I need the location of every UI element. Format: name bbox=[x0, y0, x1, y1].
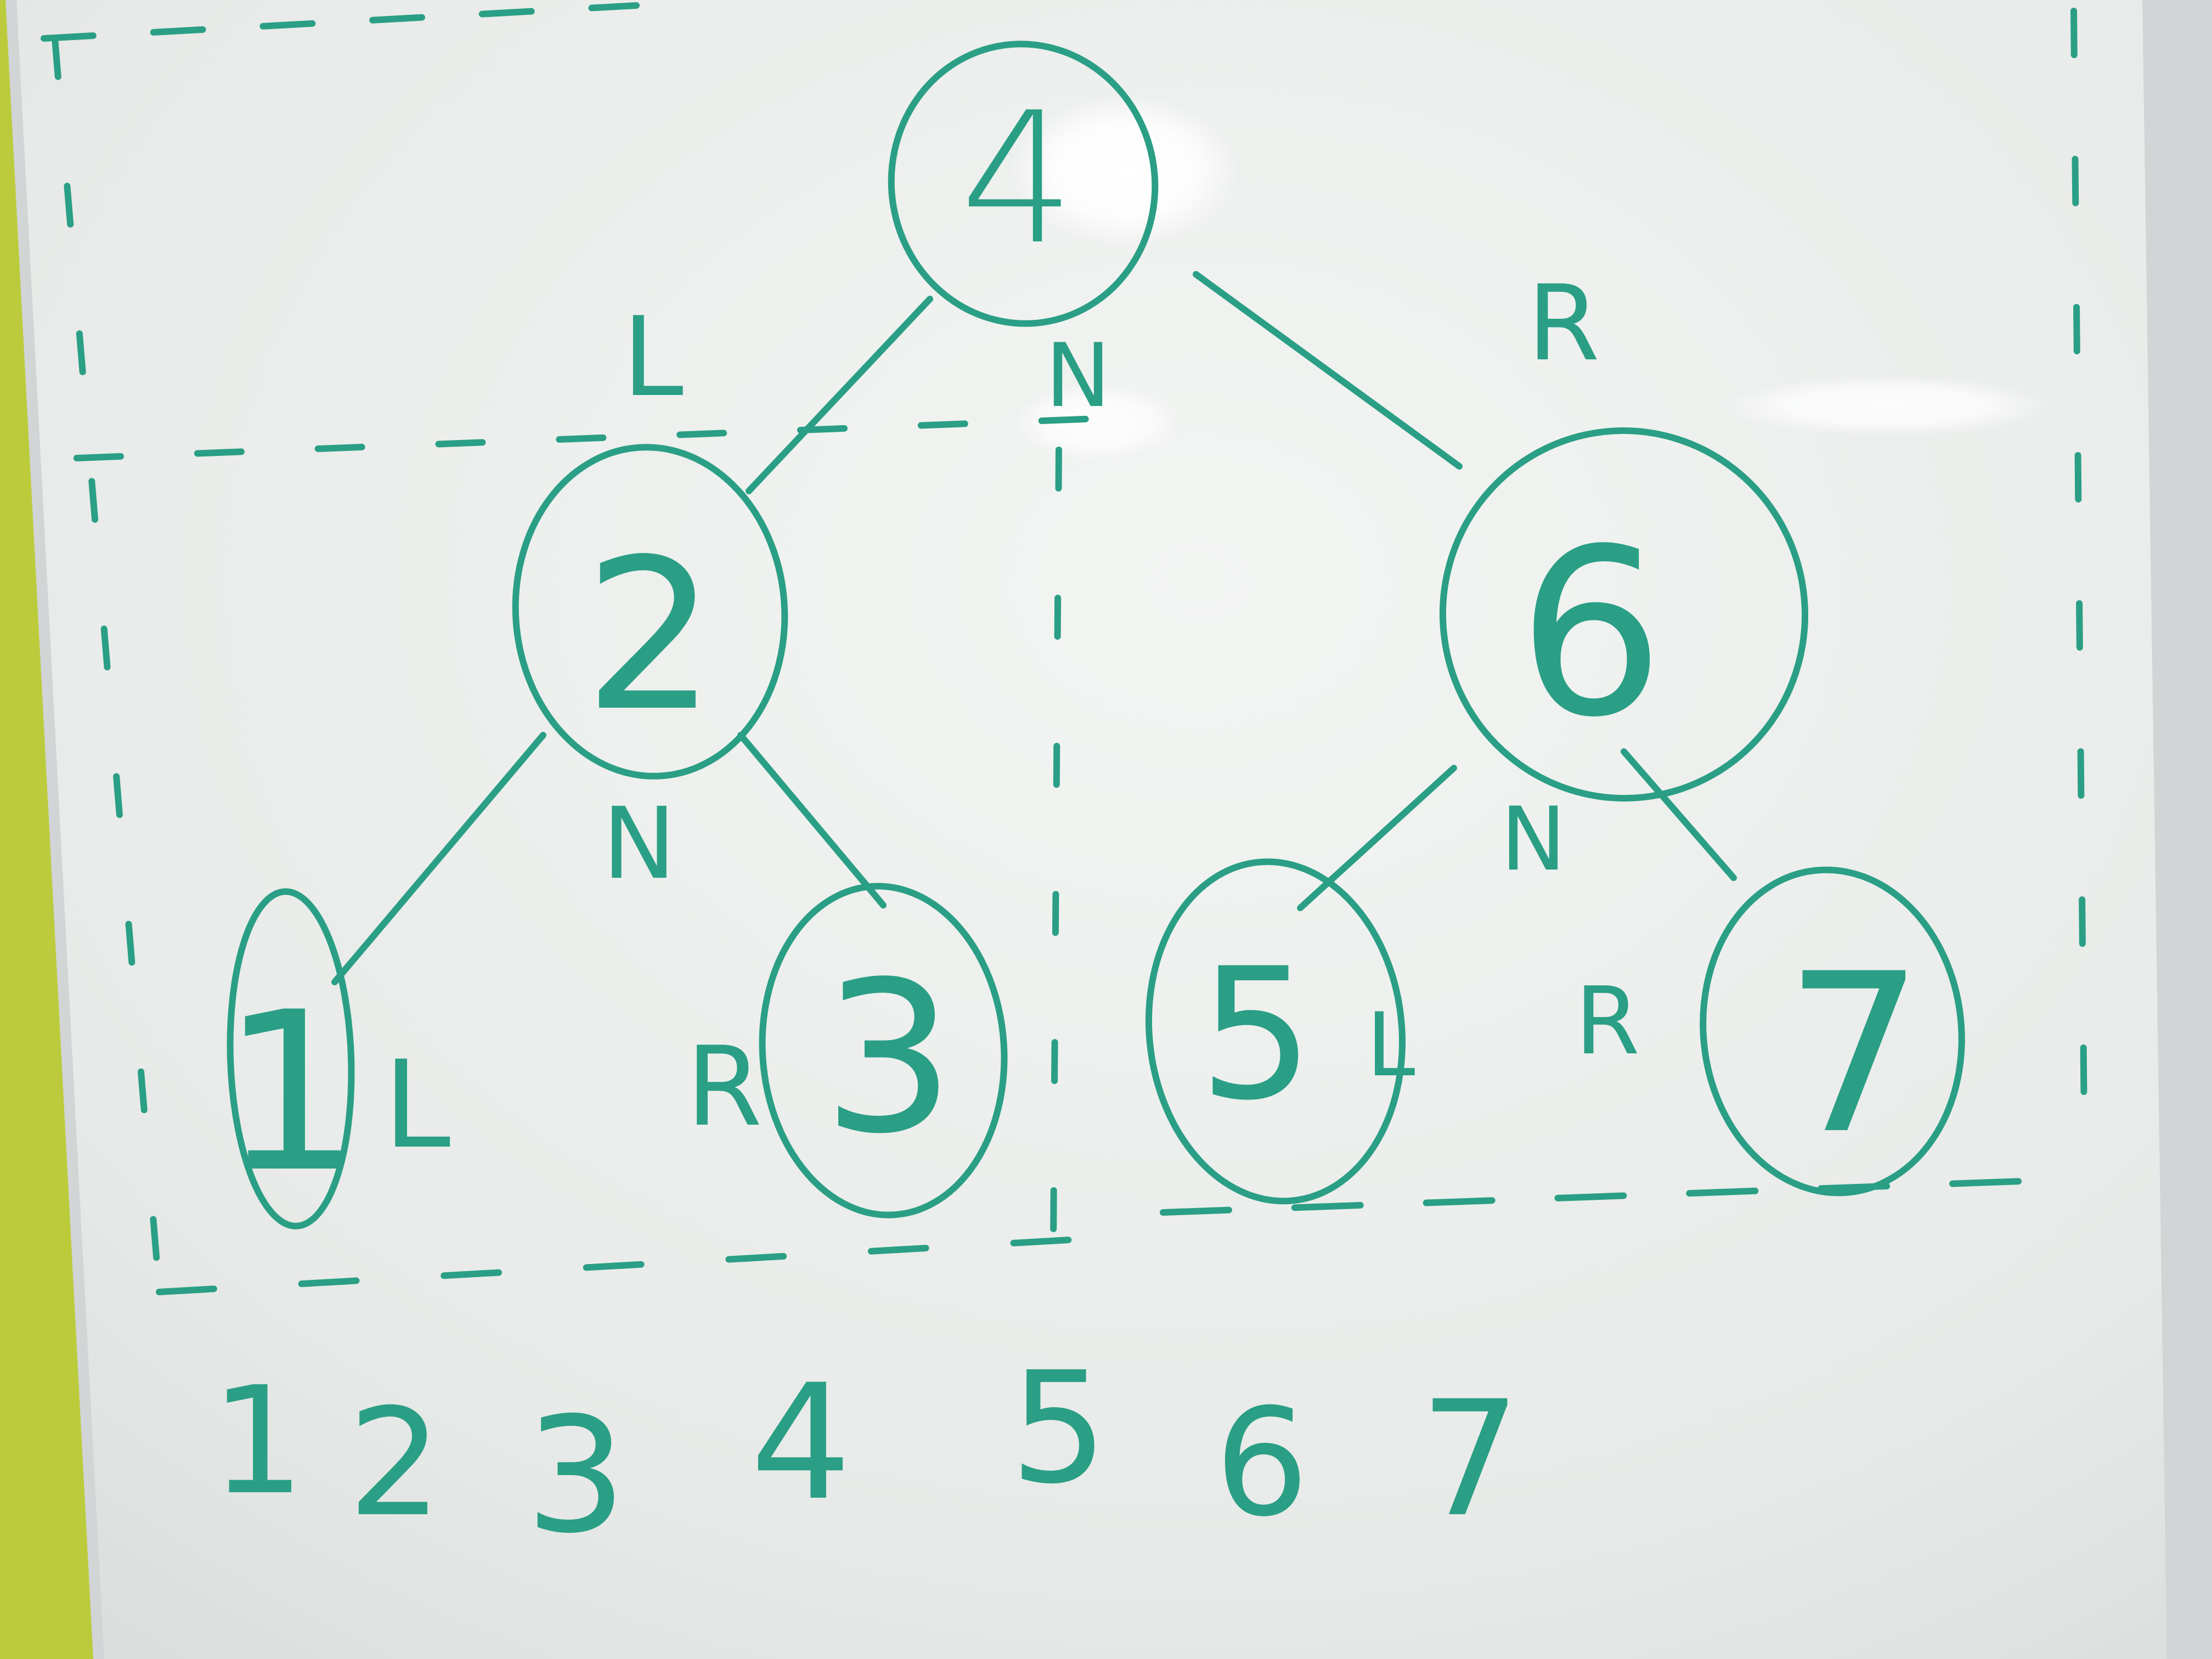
node-value-2: 2 bbox=[584, 514, 716, 757]
edge-2-to-1 bbox=[331, 732, 546, 985]
label-left-leaf-left: L bbox=[383, 1035, 451, 1175]
edge-root-to-6 bbox=[1193, 271, 1463, 470]
node-value-1: 1 bbox=[221, 966, 361, 1221]
dashed-box-left bbox=[52, 35, 162, 1293]
dashed-box-bottom-left bbox=[156, 1237, 1073, 1295]
sequence-digit-6: 6 bbox=[1215, 1376, 1309, 1549]
glare-mid bbox=[1015, 384, 1180, 461]
edge-6-to-7 bbox=[1621, 748, 1737, 881]
node-value-3: 3 bbox=[822, 936, 955, 1180]
label-root-left: L bbox=[622, 294, 683, 421]
sequence-digit-3: 3 bbox=[526, 1384, 627, 1568]
glare-top bbox=[1009, 93, 1240, 247]
node-value-5: 5 bbox=[1199, 929, 1314, 1140]
sequence-digit-7: 7 bbox=[1420, 1367, 1521, 1552]
label-right-leaf-left: L bbox=[1366, 994, 1415, 1096]
label-right-node: N bbox=[1500, 788, 1566, 890]
label-root-right: R bbox=[1527, 263, 1600, 384]
sequence-digit-2: 2 bbox=[348, 1376, 442, 1549]
label-left-leaf-right: R bbox=[686, 1023, 763, 1151]
label-left-node: N bbox=[602, 787, 676, 901]
sequence-digit-1: 1 bbox=[211, 1355, 305, 1527]
node-circle-2 bbox=[512, 444, 788, 780]
node-value-6: 6 bbox=[1517, 500, 1664, 768]
node-circle-root bbox=[888, 41, 1159, 327]
node-circle-3 bbox=[759, 883, 1008, 1218]
edge-6-to-5 bbox=[1297, 765, 1457, 911]
dashed-box-bottom-right bbox=[1160, 1176, 2072, 1216]
node-circle-6 bbox=[1439, 427, 1809, 802]
glare-right bbox=[1723, 376, 2052, 436]
label-root-node: N bbox=[1045, 324, 1111, 427]
node-circle-1 bbox=[227, 888, 355, 1229]
sequence-digit-4: 4 bbox=[751, 1351, 852, 1536]
edge-root-to-2 bbox=[746, 296, 933, 494]
node-value-7: 7 bbox=[1785, 927, 1925, 1182]
edge-2-to-3 bbox=[737, 732, 887, 909]
sequence-digit-5: 5 bbox=[1010, 1339, 1108, 1518]
label-right-leaf-right: R bbox=[1575, 967, 1640, 1076]
node-circle-7 bbox=[1700, 866, 1965, 1197]
dashed-divider-horizontal bbox=[74, 414, 1144, 461]
node-circle-5 bbox=[1145, 858, 1406, 1205]
whiteboard-surface bbox=[16, 0, 2167, 1659]
node-value-root: 4 bbox=[960, 74, 1075, 284]
